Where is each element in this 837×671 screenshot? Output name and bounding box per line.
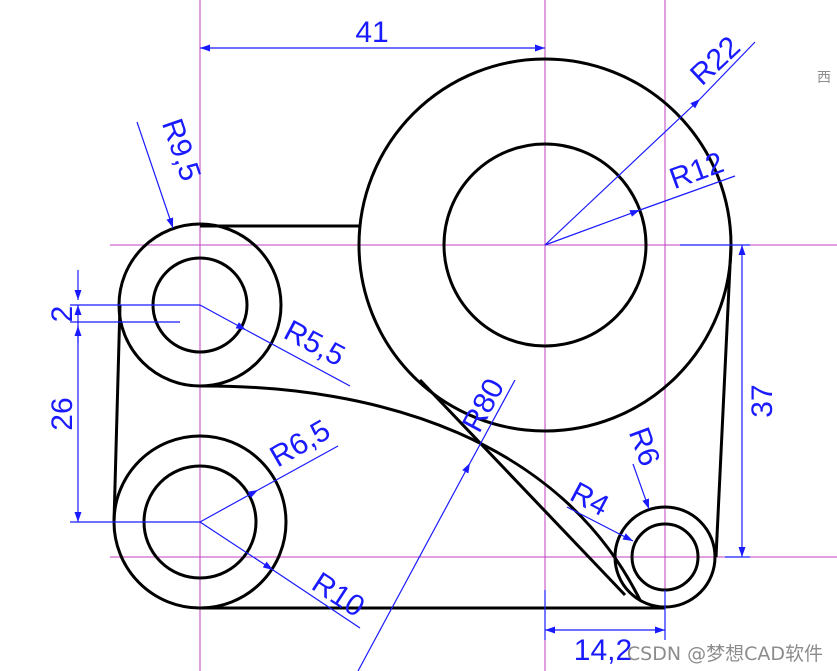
dim-r5-5-label: R5,5 xyxy=(279,314,350,373)
dim-r6-5-label: R6,5 xyxy=(265,414,336,474)
dim-r10-label: R10 xyxy=(306,566,370,624)
dim-r4-label: R4 xyxy=(565,476,614,523)
dim-37-label: 37 xyxy=(746,384,779,417)
left-side-line xyxy=(112,304,122,523)
dim-r12-label: R12 xyxy=(665,146,728,196)
watermark-text: CSDN @梦想CAD软件 xyxy=(627,643,823,665)
dimension-lines xyxy=(70,41,756,671)
dim-2-label: 2 xyxy=(46,306,79,323)
dim-14-2-label: 14,2 xyxy=(574,634,632,667)
right-side-line xyxy=(714,244,733,558)
large-boss-bore-circle xyxy=(442,142,648,348)
dim-r6-label: R6 xyxy=(622,423,666,470)
dim-r22-label: R22 xyxy=(684,30,747,92)
dim-r9-5-label: R9,5 xyxy=(155,115,207,186)
r80-arc xyxy=(199,384,642,601)
dim-26-label: 26 xyxy=(46,397,79,430)
dim-41-label: 41 xyxy=(355,16,388,49)
r4-tangent-line xyxy=(418,378,627,597)
edge-glyph-text: 西 xyxy=(817,70,831,86)
